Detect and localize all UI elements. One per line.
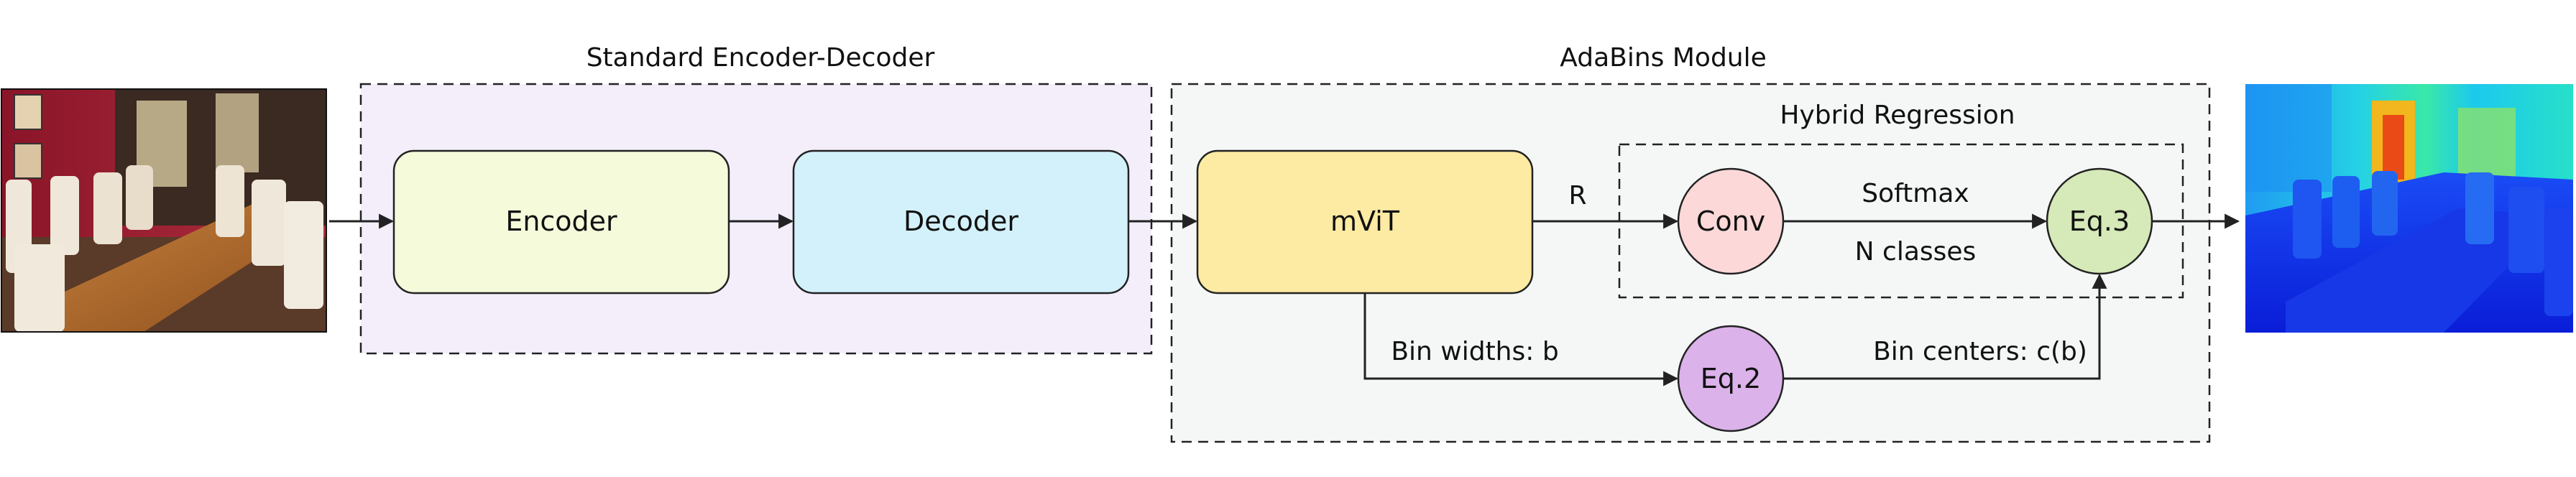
eq3-node: Eq.3 [2046, 167, 2153, 275]
eq3-label: Eq.3 [2069, 205, 2130, 237]
mvit-label: mViT [1330, 205, 1400, 237]
arrow-mvit-to-eq2 [1363, 293, 1679, 386]
conv-node: Conv [1677, 167, 1785, 275]
standard-encoder-decoder-label: Standard Encoder-Decoder [586, 43, 935, 73]
hybrid-regression-label: Hybrid Regression [1780, 101, 2015, 130]
edges [329, 213, 2240, 386]
edge-label-softmax: Softmax [1862, 179, 1969, 208]
eq2-label: Eq.2 [1701, 363, 1761, 394]
edge-label-bin-widths: Bin widths: b [1391, 337, 1558, 366]
mvit-node: mViT [1196, 149, 1534, 295]
arrow-eq2-to-eq3 [1783, 273, 2107, 380]
edge-label-bin-centers: Bin centers: c(b) [1873, 337, 2087, 366]
conv-label: Conv [1696, 205, 1765, 237]
decoder-node: Decoder [792, 149, 1130, 295]
edge-label-n-classes: N classes [1855, 237, 1977, 267]
encoder-node: Encoder [392, 149, 730, 295]
adabins-module-label: AdaBins Module [1560, 43, 1767, 73]
hybrid-regression-group: Hybrid Regression [1618, 101, 2184, 299]
edge-label-r: R [1568, 181, 1586, 210]
output-depth-map [2245, 84, 2573, 333]
decoder-label: Decoder [903, 205, 1018, 237]
input-image [1, 88, 327, 333]
encoder-label: Encoder [505, 205, 617, 237]
eq2-node: Eq.2 [1677, 325, 1785, 432]
